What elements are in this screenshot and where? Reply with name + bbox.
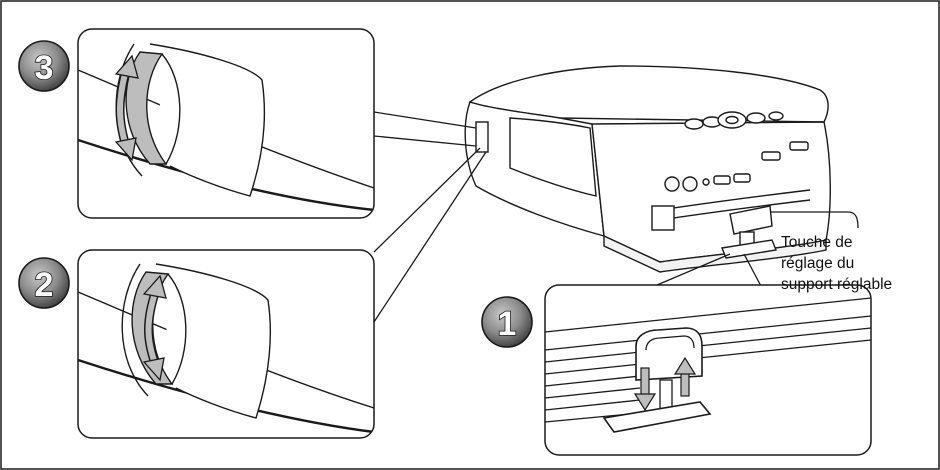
connector xyxy=(702,178,710,186)
connector xyxy=(733,173,751,183)
vent-line xyxy=(545,375,641,387)
badge-number: 1 xyxy=(498,305,517,343)
inset-step-2 xyxy=(77,249,375,439)
vent-line xyxy=(545,297,871,333)
projector xyxy=(464,65,831,273)
ring-edge xyxy=(161,53,181,165)
lens-window xyxy=(475,121,489,153)
step-badge-2: 2 xyxy=(18,257,70,309)
vent-line xyxy=(545,327,871,363)
rotate-arrow-icon xyxy=(114,54,139,162)
inset-step-1 xyxy=(544,284,872,456)
connector xyxy=(664,176,680,192)
foot-adjust-label: Touche de réglage du support réglable xyxy=(781,232,931,295)
ring-housing xyxy=(121,263,149,397)
lens-cover xyxy=(149,43,266,197)
connector xyxy=(682,176,698,192)
foot-base xyxy=(721,239,777,259)
step-badge-3: 3 xyxy=(18,40,70,92)
inset-step-3 xyxy=(77,28,375,219)
panel-button xyxy=(684,118,704,130)
callout-line: réglage du xyxy=(781,255,855,272)
vent-line xyxy=(545,399,641,411)
vent-line xyxy=(545,339,871,375)
connector xyxy=(761,151,781,161)
foot-button xyxy=(729,205,773,235)
lens-cover xyxy=(509,117,597,197)
foot-base xyxy=(602,401,712,433)
connector xyxy=(713,175,731,185)
callout-line: Touche de xyxy=(781,234,853,251)
lens-cover xyxy=(155,263,272,419)
badge-number: 2 xyxy=(35,266,54,304)
up-arrow-icon xyxy=(673,356,697,397)
step-badge-1: 1 xyxy=(481,296,533,348)
projector-bottom xyxy=(603,234,827,273)
vent-line xyxy=(545,315,871,351)
leader-lines xyxy=(373,111,859,323)
down-arrow-icon xyxy=(633,367,657,412)
callout-line: support réglable xyxy=(781,276,893,293)
vent-line xyxy=(545,387,641,399)
inset-frame xyxy=(544,284,872,456)
ring-edge xyxy=(167,273,187,385)
power-socket xyxy=(651,205,675,231)
panel-dial-center xyxy=(725,115,739,125)
panel-button xyxy=(768,111,784,121)
connector xyxy=(789,141,809,151)
rotate-arrow-icon xyxy=(142,274,167,382)
button-inner xyxy=(645,335,695,351)
panel-button xyxy=(746,112,766,124)
badge-number: 3 xyxy=(35,49,54,87)
